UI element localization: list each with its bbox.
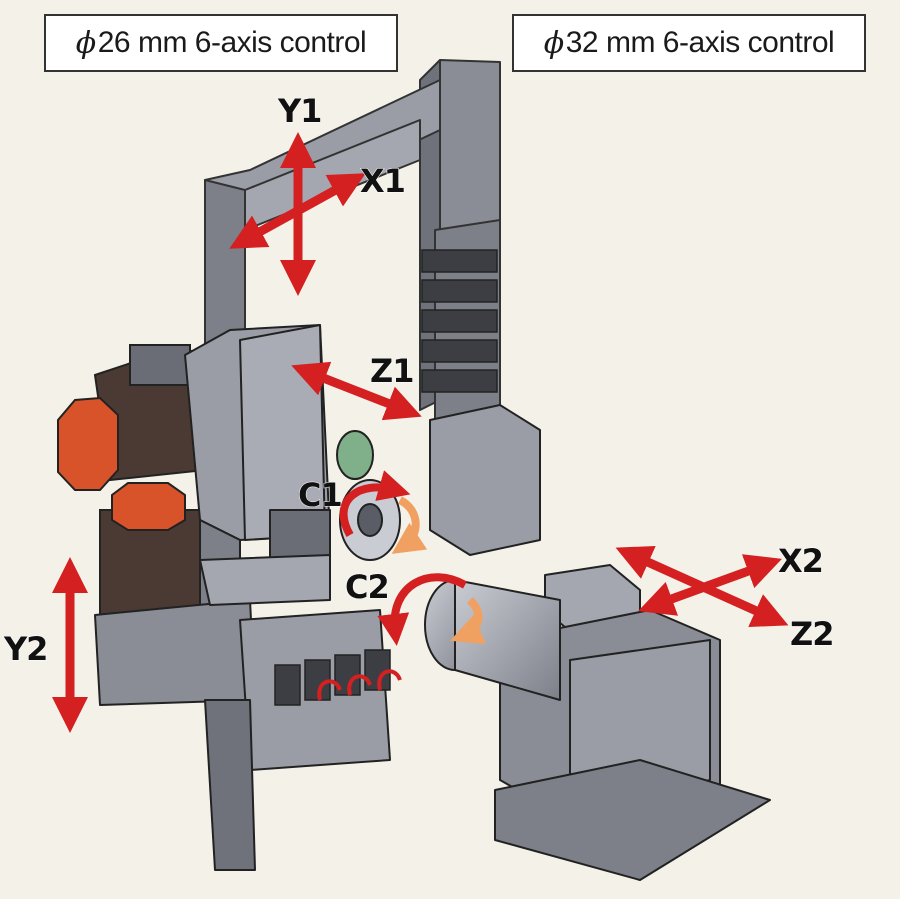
diameter-symbol: ϕ <box>543 25 564 61</box>
title-text: 32 mm 6-axis control <box>565 26 835 59</box>
label-z2: Z2 <box>789 615 834 654</box>
title-text: 26 mm 6-axis control <box>97 26 367 59</box>
y1-x1-axis-arrows <box>229 132 366 296</box>
title-26mm: ϕ 26 mm 6-axis control <box>44 14 398 72</box>
label-y1: Y1 <box>277 92 322 131</box>
driven-tool-rotation-marks <box>317 669 402 701</box>
label-x2: X2 <box>778 542 825 581</box>
c1-rotary-arrow <box>339 470 428 554</box>
gang-tool-rail <box>421 249 498 393</box>
diameter-symbol: ϕ <box>75 25 96 61</box>
servo-motor-upper <box>57 343 206 491</box>
label-x1: X1 <box>360 162 407 201</box>
x2-z2-axis-arrows <box>615 545 789 628</box>
c2-rotary-arrow <box>377 573 486 646</box>
label-c2: C2 <box>345 568 391 607</box>
label-c1: C1 <box>298 476 344 515</box>
title-32mm: ϕ 32 mm 6-axis control <box>512 14 866 72</box>
label-z1: Z1 <box>369 352 414 391</box>
z1-axis-arrow <box>291 361 422 421</box>
label-y2: Y2 <box>3 630 48 669</box>
sub-spindle-assembly <box>424 404 771 881</box>
